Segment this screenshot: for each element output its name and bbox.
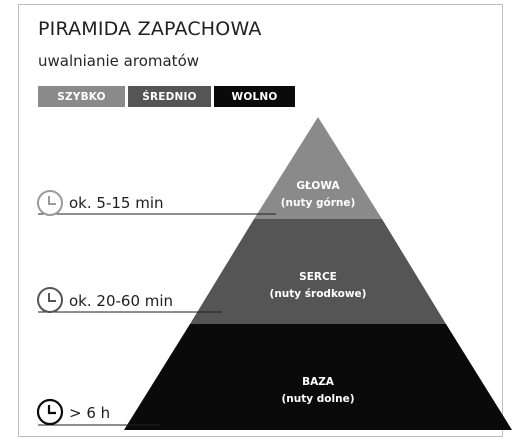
pyramid-top-tier <box>254 117 382 219</box>
base-tier-sub: (nuty dolne) <box>282 393 355 405</box>
top-tier-name: GŁOWA <box>296 180 340 192</box>
pyramid-base-tier <box>124 324 512 430</box>
speed-medium-label: ŚREDNIO <box>128 86 211 107</box>
clock-icon <box>37 287 63 313</box>
middle-tier-sub: (nuty środkowe) <box>270 288 367 300</box>
middle-time-label: ok. 20-60 min <box>69 292 173 310</box>
speed-fast-label: SZYBKO <box>38 86 125 107</box>
clock-icon <box>36 398 64 426</box>
speed-legend: SZYBKO ŚREDNIO WOLNO <box>38 86 295 107</box>
middle-tier-name: SERCE <box>299 271 337 283</box>
base-tier-name: BAZA <box>302 376 335 388</box>
top-time-label: ok. 5-15 min <box>69 194 164 212</box>
top-tier-sub: (nuty górne) <box>281 197 356 209</box>
clock-icon <box>37 190 63 216</box>
speed-slow-label: WOLNO <box>214 86 295 107</box>
pyramid-middle-tier <box>190 219 446 324</box>
page-subtitle: uwalnianie aromatów <box>38 52 200 70</box>
page-title: PIRAMIDA ZAPACHOWA <box>38 18 262 40</box>
base-time-label: > 6 h <box>69 404 110 422</box>
